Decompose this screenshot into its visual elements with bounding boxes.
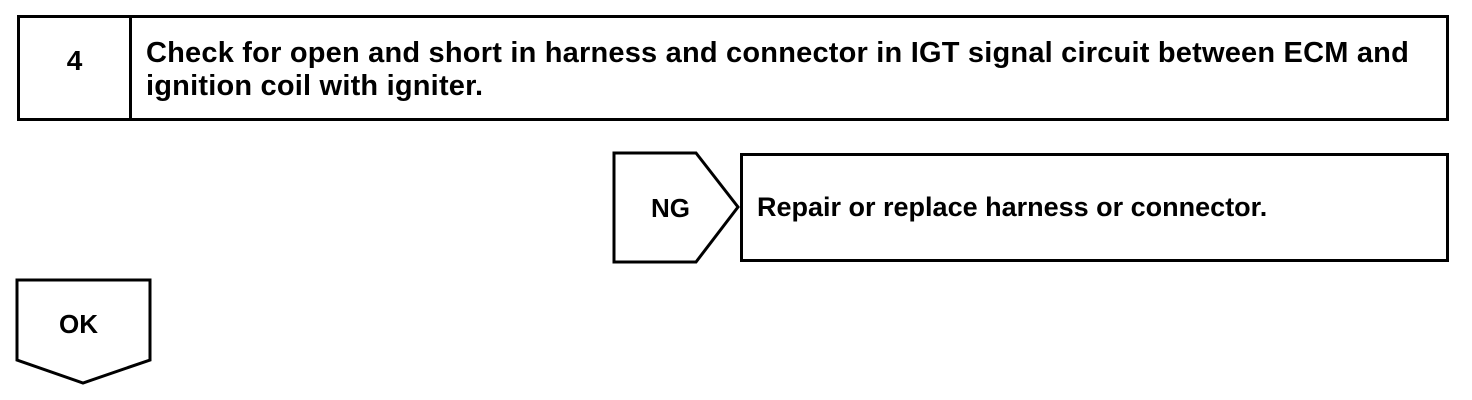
step-box: 4 Check for open and short in harness an… [17, 15, 1449, 121]
step-instruction: Check for open and short in harness and … [146, 37, 1409, 102]
ng-arrow-shape [612, 151, 740, 264]
ng-action-box: Repair or replace harness or connector. [740, 153, 1449, 262]
ok-arrow-shape [15, 278, 152, 385]
step-number: 4 [20, 18, 132, 118]
ng-action-text: Repair or replace harness or connector. [757, 192, 1268, 222]
ng-label: NG [651, 193, 690, 223]
ok-label: OK [59, 309, 98, 339]
